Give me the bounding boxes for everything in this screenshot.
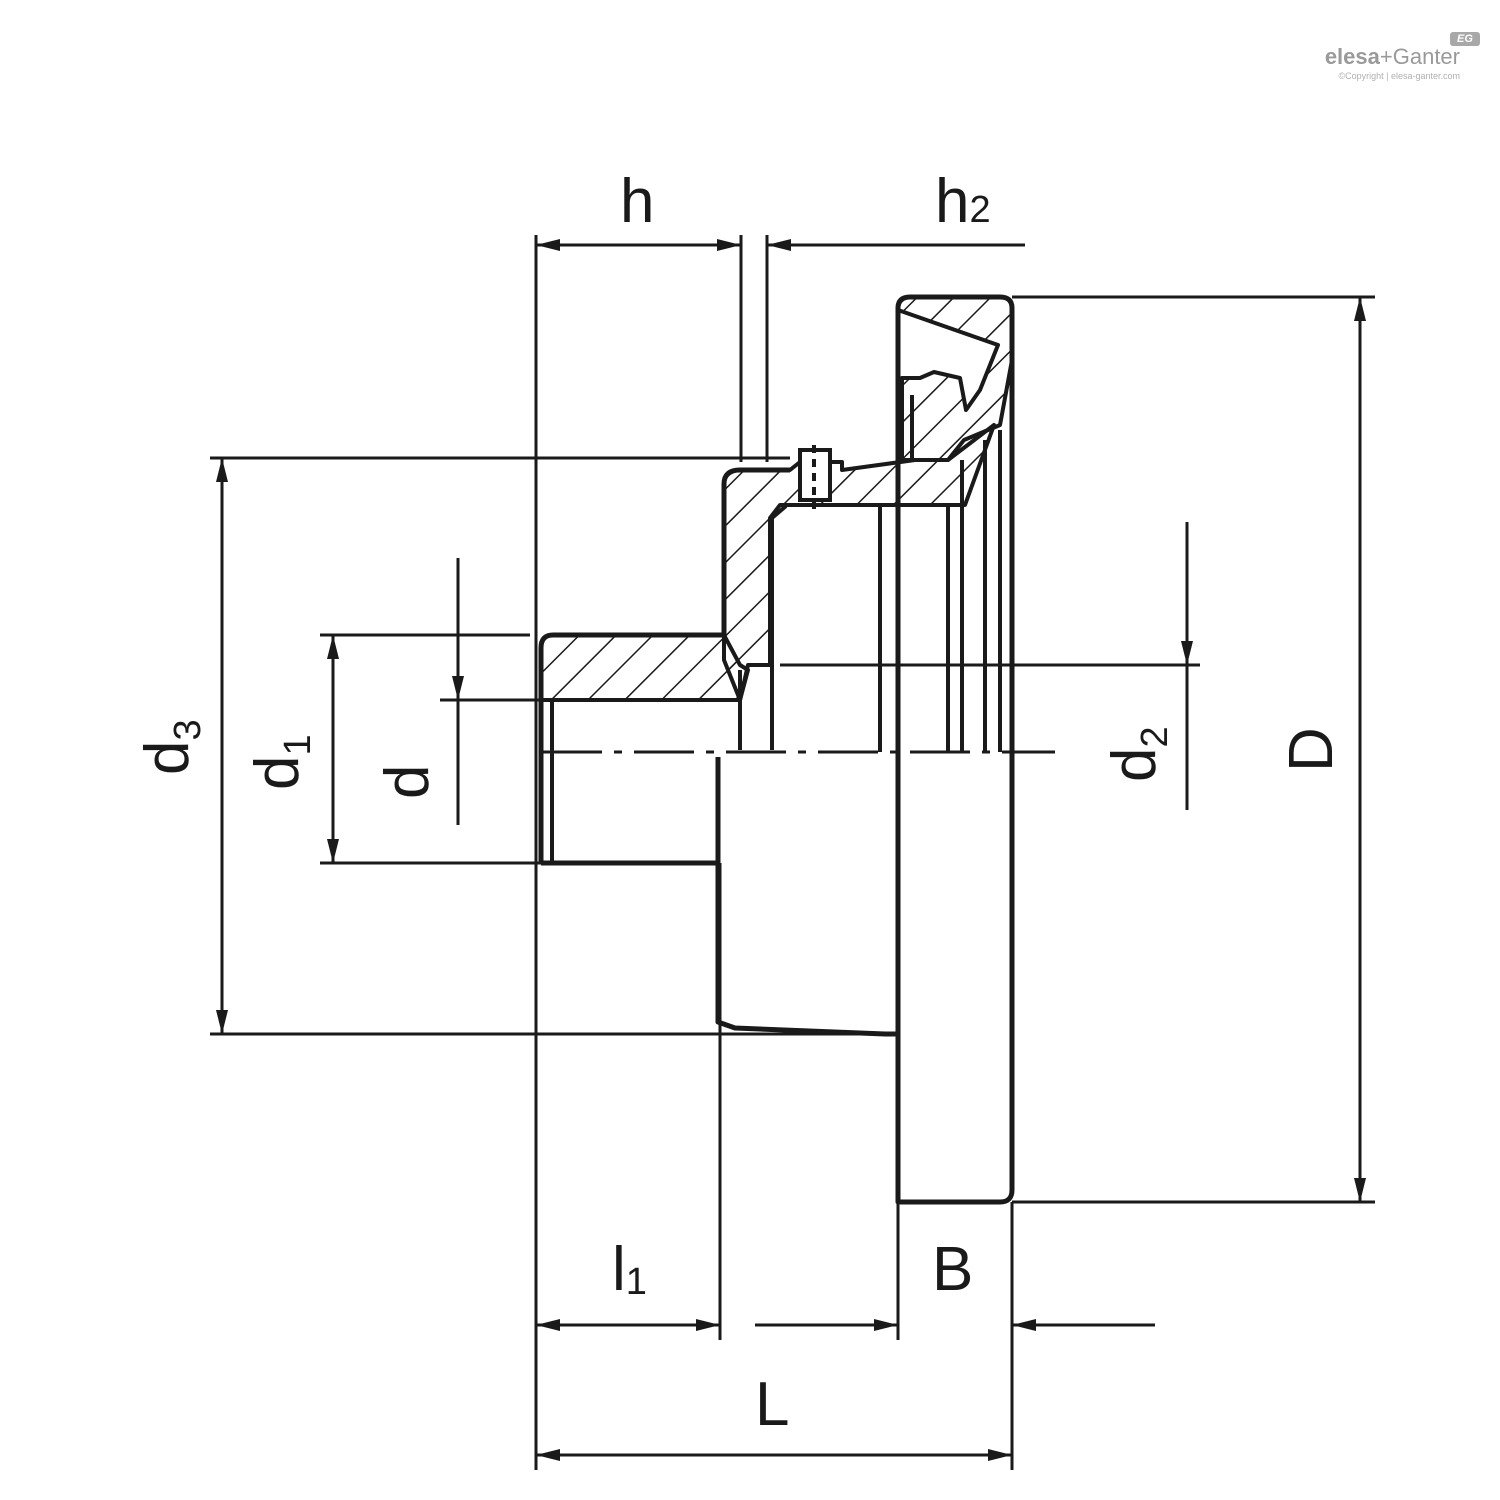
elesa-ganter-logo: elesa+Ganter ©Copyright | elesa-ganter.c…	[1325, 32, 1480, 81]
label-d-text: d	[373, 765, 442, 799]
logo-separator: +	[1379, 44, 1393, 69]
dimension-lines	[216, 239, 1366, 1461]
label-d2-main: d	[1100, 748, 1169, 782]
label-d3: d3	[133, 719, 209, 775]
label-d3-main: d	[133, 741, 202, 775]
label-B: B	[932, 1235, 973, 1304]
label-d2: d2	[1100, 726, 1176, 782]
logo-brand: elesa	[1324, 44, 1380, 69]
label-l1-sub: 1	[626, 1261, 647, 1303]
hub-section	[539, 633, 750, 702]
label-h: h	[620, 167, 654, 236]
logo-wordmark: elesa+Ganter	[1325, 44, 1460, 70]
label-L: L	[755, 1370, 789, 1439]
web-section	[722, 423, 996, 702]
label-d1-sub: 1	[277, 734, 319, 755]
svg-text:d2: d2	[1100, 726, 1176, 782]
label-l1-main: l	[612, 1235, 626, 1304]
label-d1-main: d	[243, 756, 312, 790]
label-d2-sub: 2	[1134, 726, 1176, 747]
label-h2-sub: 2	[969, 189, 990, 231]
svg-text:d3: d3	[133, 719, 209, 775]
dimension-labels: h h2 d3 d1 d d2 D l1 B L	[133, 167, 1346, 1439]
logo-copyright: ©Copyright | elesa-ganter.com	[1338, 71, 1460, 81]
extension-lines	[210, 235, 1375, 1470]
web-bottom-curve	[770, 504, 788, 520]
label-l1: l1	[612, 1235, 647, 1304]
rim-section	[896, 295, 1014, 462]
logo-partner: Ganter	[1392, 44, 1460, 69]
label-d: d	[373, 765, 442, 799]
label-D-text: D	[1277, 727, 1346, 772]
internal-lines	[541, 395, 1002, 1202]
svg-text:d1: d1	[243, 734, 319, 790]
label-h2: h2	[935, 167, 991, 236]
label-h2-main: h	[935, 167, 969, 236]
label-D: D	[1277, 727, 1346, 772]
hatched-sections	[539, 295, 1014, 702]
logo-badge: EG	[1450, 32, 1480, 46]
label-d1: d1	[243, 734, 319, 790]
label-d3-sub: 3	[167, 719, 209, 740]
